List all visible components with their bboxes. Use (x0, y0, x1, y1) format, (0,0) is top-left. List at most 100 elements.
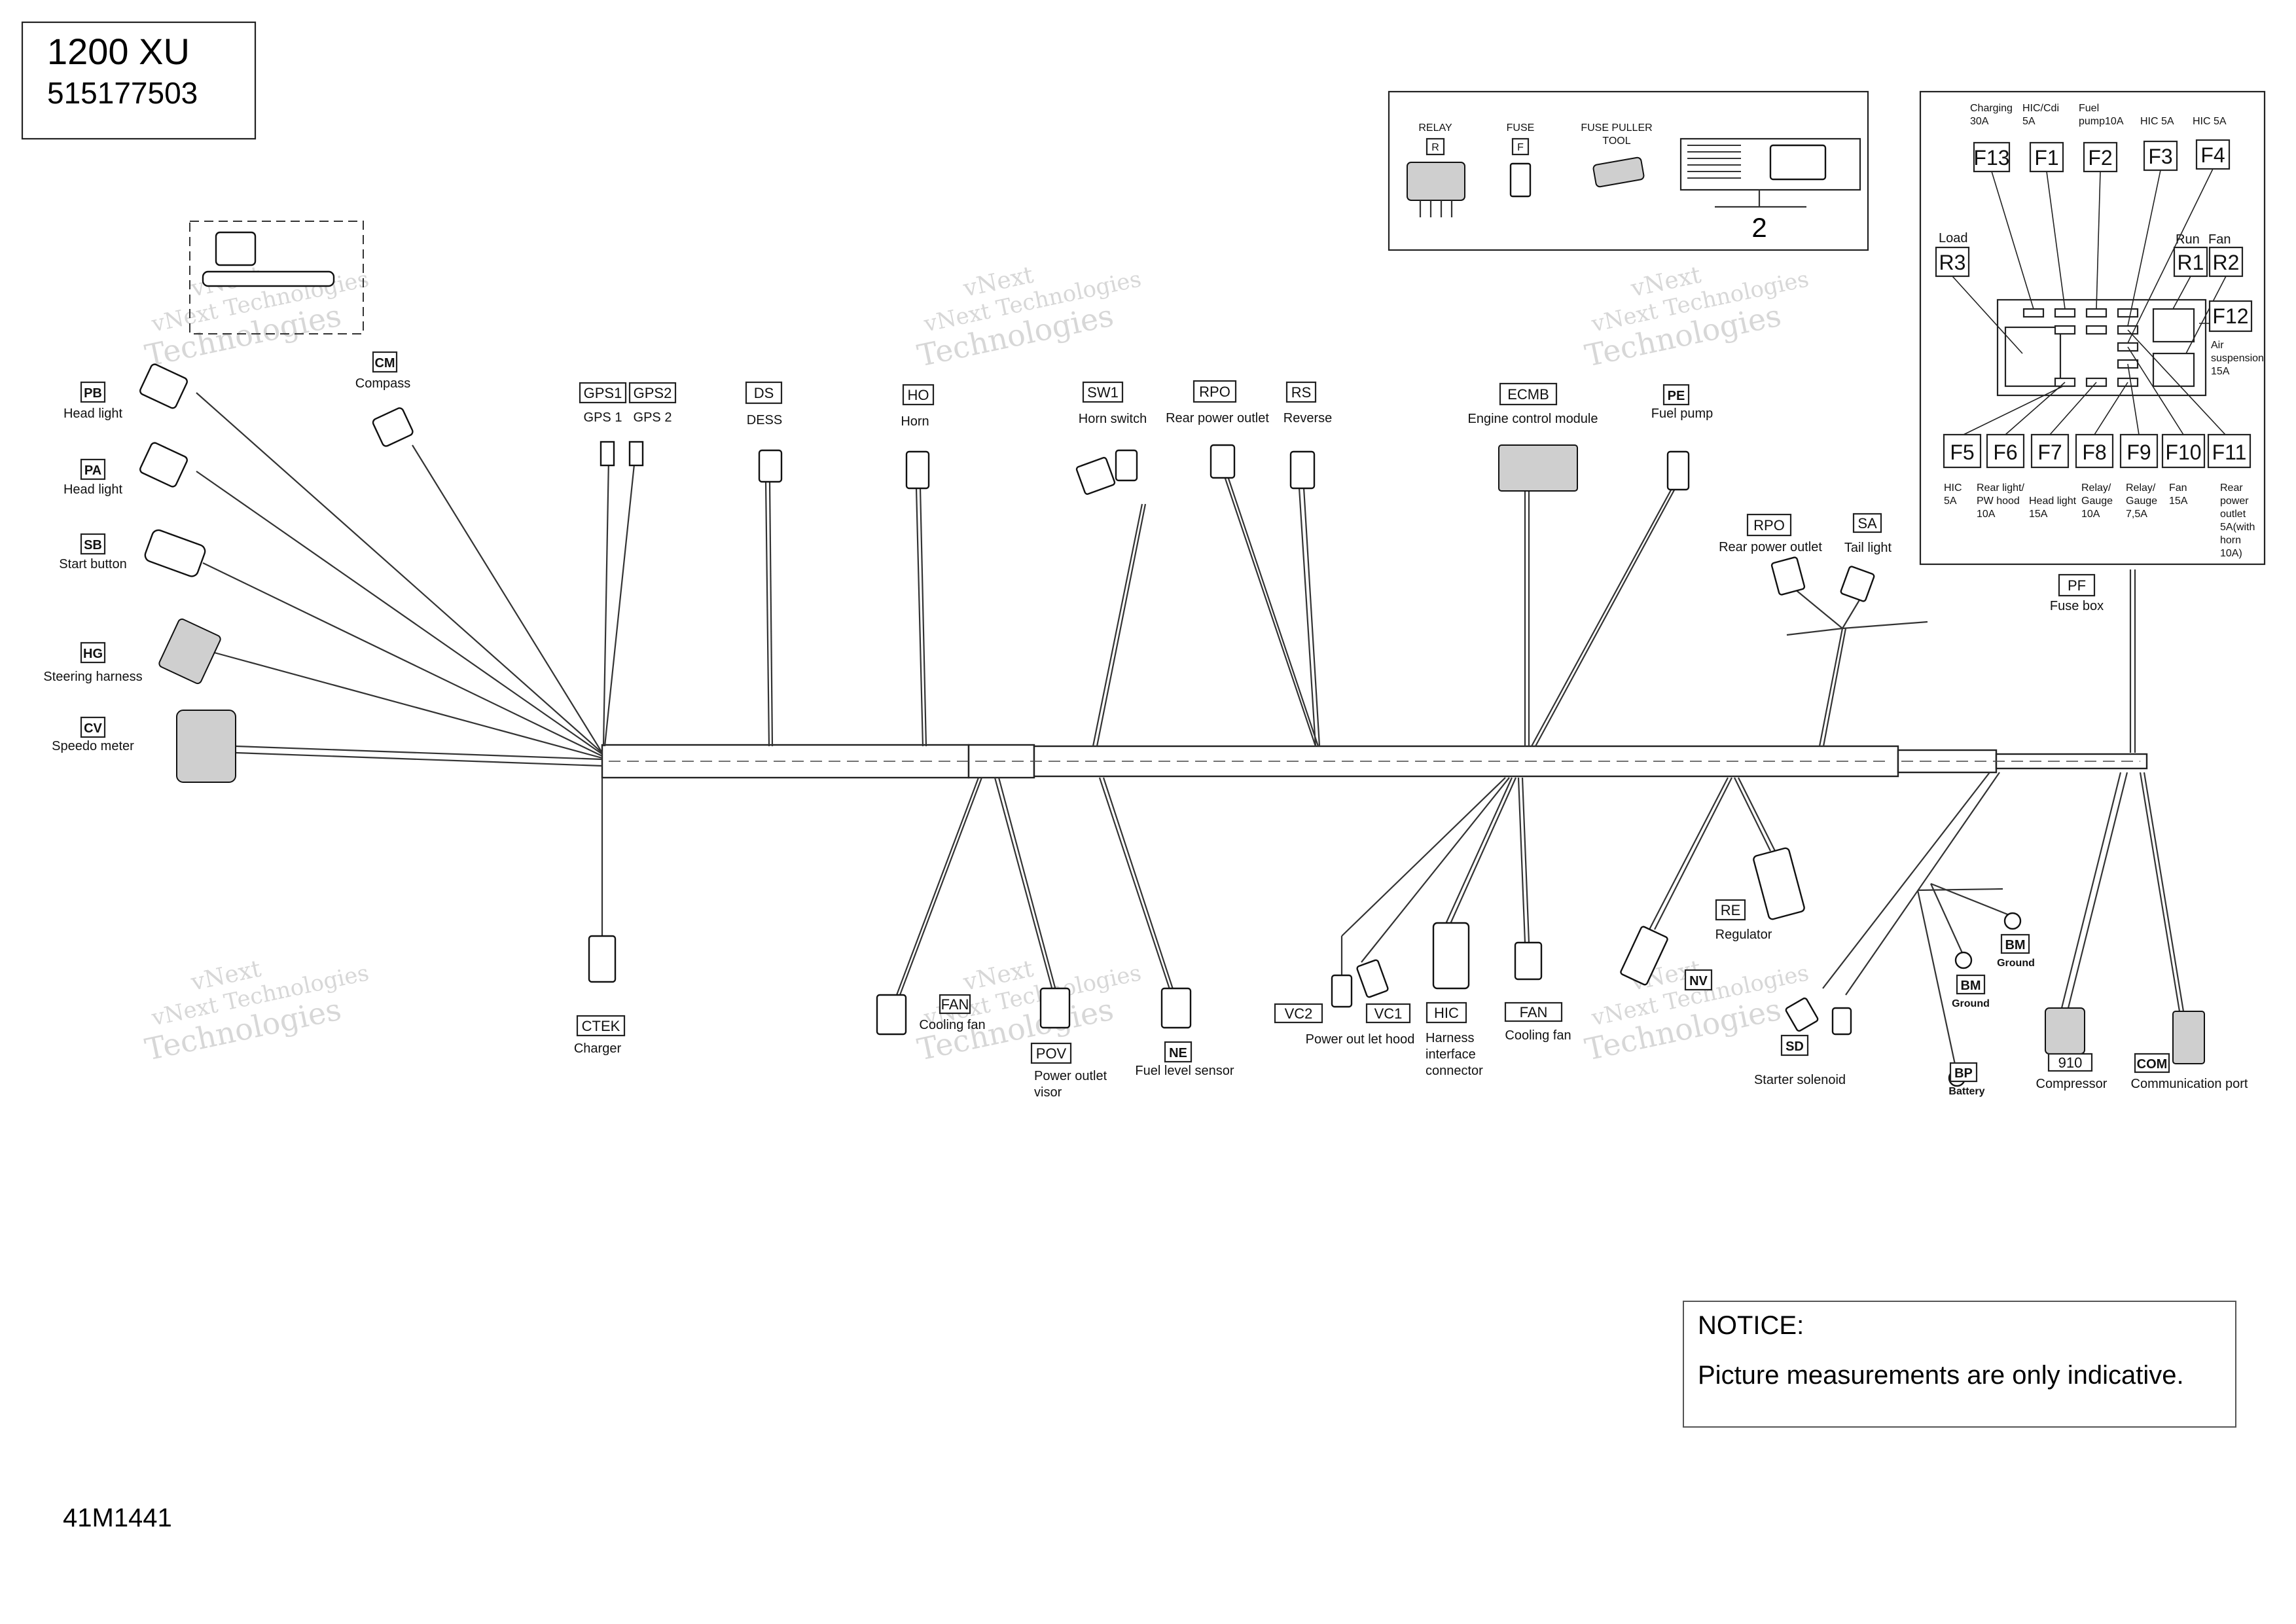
cm-label: Compass (355, 376, 410, 391)
ds-code: DS (754, 385, 774, 401)
com-label: Communication port (2131, 1077, 2248, 1091)
fuse-icon (1511, 164, 1530, 196)
model-title: 1200 XU (47, 31, 190, 72)
vc1-code: VC1 (1374, 1005, 1403, 1022)
f11-label-1: Rear (2220, 482, 2243, 494)
f12-label-2: suspension (2211, 353, 2264, 364)
sw1-label: Horn switch (1079, 412, 1147, 426)
figure-code: 41M1441 (63, 1504, 172, 1532)
ds-connector (759, 450, 781, 482)
f8-code: F8 (2082, 441, 2106, 464)
f1-code: F1 (2034, 146, 2058, 170)
cv-connector (177, 710, 236, 782)
pb-connector (139, 363, 188, 410)
fan2-connector (1515, 943, 1541, 979)
f11-code: F11 (2212, 441, 2247, 464)
ctek-label: Charger (574, 1041, 622, 1056)
f10-code: F10 (2165, 441, 2201, 464)
f12-code: F12 (2212, 304, 2248, 328)
load-label: Load (1939, 231, 1968, 245)
hic-label-1: Harness (1426, 1031, 1474, 1045)
bm1-code: BM (2005, 938, 2025, 952)
relay-label: RELAY (1418, 122, 1452, 134)
c910-label: Compressor (2036, 1077, 2108, 1091)
sw1-connector-b (1116, 450, 1137, 480)
rpo2-label: Rear power outlet (1719, 540, 1822, 554)
ho-connector (906, 452, 929, 488)
ne-connector (1162, 988, 1191, 1028)
f5-label-2: 5A (1944, 496, 1957, 507)
sd-code: SD (1785, 1039, 1804, 1054)
c910-code: 910 (2058, 1055, 2083, 1071)
pf-code: PF (2068, 577, 2086, 594)
cv-code: CV (84, 721, 102, 736)
pov-code: POV (1036, 1045, 1067, 1062)
notice-text: Picture measurements are only indicative… (1698, 1361, 2184, 1390)
main-harness-trunk (602, 745, 2147, 778)
re-connector (1753, 847, 1805, 920)
pov-label-2: visor (1034, 1085, 1062, 1100)
part-number: 515177503 (47, 76, 198, 110)
gps1-connector (601, 442, 614, 465)
gps2-code: GPS2 (634, 385, 672, 401)
r3-code: R3 (1939, 251, 1966, 274)
cm-code: CM (374, 356, 395, 370)
sw1-connector (1076, 457, 1115, 495)
pa-label: Head light (63, 482, 123, 497)
f7-label-2: 15A (2029, 509, 2048, 520)
ecmb-label: Engine control module (1467, 412, 1598, 426)
hic-label-2: interface (1426, 1047, 1476, 1062)
ctek-connector (589, 936, 615, 982)
f12-label-1: Air (2211, 340, 2224, 351)
bm2-label: Ground (1952, 998, 1990, 1009)
rs-label: Reverse (1283, 411, 1332, 425)
hg-code: HG (83, 647, 103, 661)
bm2-ring-terminal (1956, 952, 1971, 968)
gps1-label: GPS 1 (584, 410, 622, 425)
fan2-code: FAN (1520, 1004, 1548, 1020)
c910-connector (2045, 1008, 2085, 1054)
left-branch-wires (196, 393, 635, 936)
f11-label-6: 10A) (2220, 548, 2242, 559)
hic-label-3: connector (1426, 1064, 1483, 1078)
nv-code: NV (1689, 974, 1708, 988)
notice-box: NOTICE: Picture measurements are only in… (1683, 1301, 2236, 1427)
f8-label-2: Gauge (2081, 496, 2113, 507)
f8-label-3: 10A (2081, 509, 2100, 520)
sb-label: Start button (59, 557, 126, 571)
vc1-connector (1356, 960, 1388, 998)
connector-glyphs (139, 221, 2204, 1086)
rpo-label: Rear power outlet (1166, 411, 1269, 425)
vc2-code: VC2 (1285, 1005, 1313, 1022)
fan-label: Fan (2208, 232, 2231, 247)
fuse-box-panel: Charging 30A HIC/Cdi 5A Fuel pump10A HIC… (1920, 92, 2265, 564)
hic-code: HIC (1434, 1005, 1459, 1021)
pf-label: Fuse box (2050, 599, 2104, 613)
notice-heading: NOTICE: (1698, 1311, 1804, 1340)
re-code: RE (1721, 902, 1741, 918)
relay-icon (1407, 162, 1465, 200)
hg-label: Steering harness (43, 670, 142, 684)
bp-label: Battery (1948, 1086, 1984, 1097)
gps2-label: GPS 2 (634, 410, 672, 425)
hic-connector (1433, 923, 1469, 988)
f6-label-2: PW hood (1977, 496, 2020, 507)
f3-code: F3 (2148, 145, 2172, 168)
pb-label: Head light (63, 406, 123, 421)
com-connector (2173, 1011, 2204, 1064)
gps2-connector (630, 442, 643, 465)
ho-label: Horn (901, 414, 929, 429)
sa-label: Tail light (1844, 541, 1892, 555)
pe-label: Fuel pump (1651, 406, 1713, 421)
f5-code: F5 (1950, 441, 1974, 464)
compass-connector (372, 406, 414, 447)
compass-connector-detail (216, 232, 255, 265)
fan1-code: FAN (941, 996, 969, 1013)
f5-label-1: HIC (1944, 482, 1962, 494)
hg-connector (158, 618, 221, 685)
sd-connector-b (1833, 1008, 1851, 1034)
pe-code: PE (1668, 389, 1685, 403)
relay-code: R (1431, 142, 1439, 153)
f1-top-label-2: 5A (2022, 116, 2036, 127)
